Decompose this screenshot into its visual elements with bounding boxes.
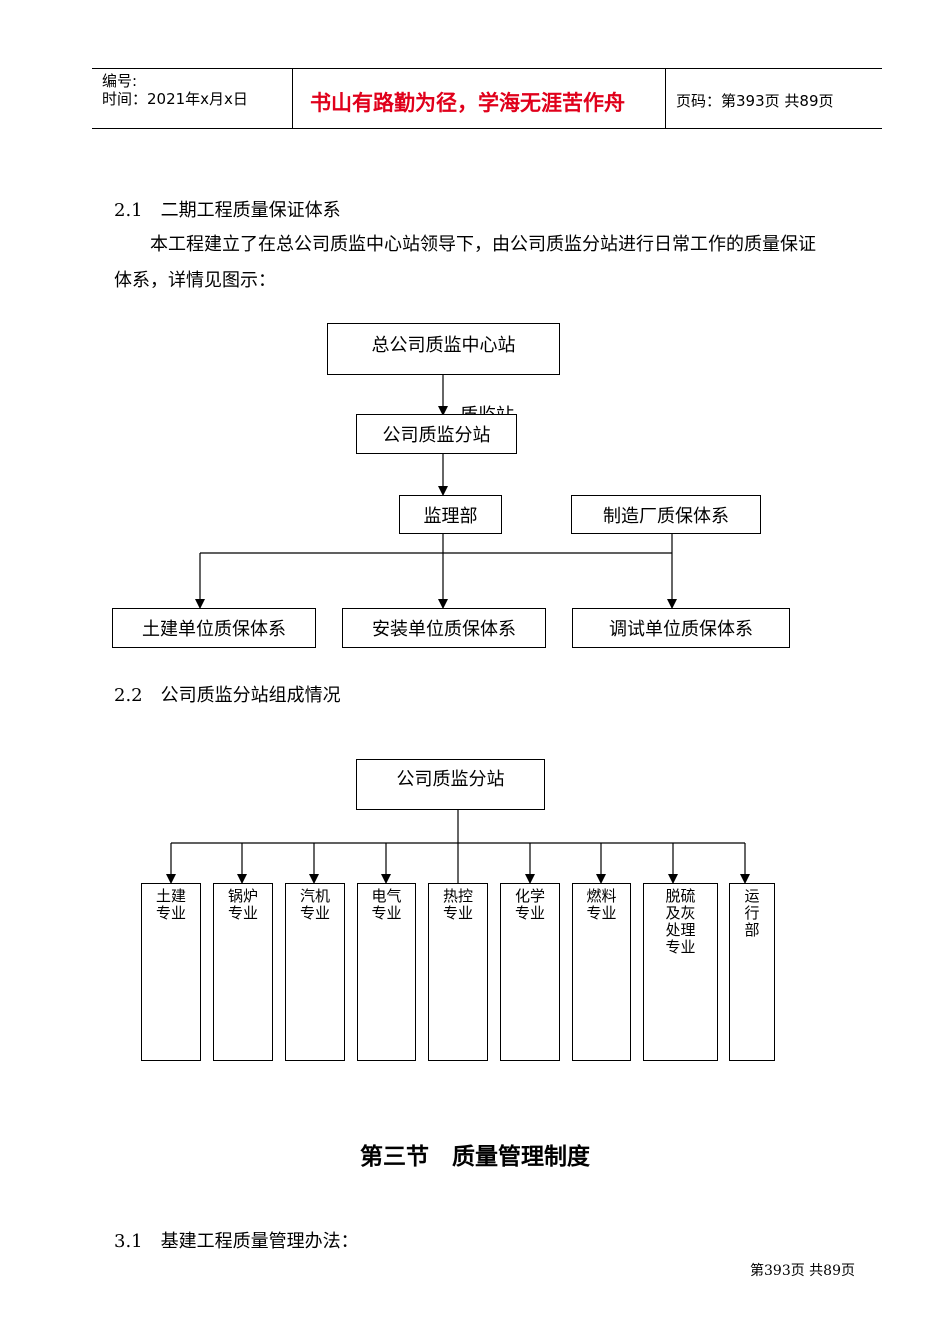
chart1-factory-label: 制造厂质保体系 bbox=[603, 506, 729, 527]
chart2-unit-turbine: 汽机 专业 bbox=[285, 883, 345, 1061]
unit-label-line: 行 bbox=[744, 904, 760, 922]
section-3-title: 第三节 质量管理制度 bbox=[360, 1144, 590, 1170]
chart1-box-head-office: 总公司质监中心站 bbox=[327, 323, 560, 375]
chart2-unit-electrical: 电气 专业 bbox=[357, 883, 416, 1061]
chart1-box-civil-unit: 土建单位质保体系 bbox=[112, 608, 316, 648]
header-divider-2 bbox=[665, 68, 666, 129]
chart2-unit-desulfurization: 脱硫 及灰 处理 专业 bbox=[643, 883, 718, 1061]
chart2-unit-operations: 运 行 部 bbox=[729, 883, 775, 1061]
header-time-label: 时间：2021年x月x日 bbox=[102, 90, 248, 108]
chart1-box-install-unit: 安装单位质保体系 bbox=[342, 608, 546, 648]
chart1-install-unit-label: 安装单位质保体系 bbox=[372, 619, 516, 640]
chart2-box-branch-station: 公司质监分站 bbox=[356, 759, 545, 810]
unit-label-line: 热控 bbox=[442, 887, 473, 905]
unit-label-line: 脱硫 bbox=[665, 887, 696, 905]
section-2-1-heading: 2.1 二期工程质量保证体系 bbox=[114, 200, 341, 221]
footer-page-label: 第393页 共89页 bbox=[750, 1263, 855, 1279]
chart1-civil-unit-label: 土建单位质保体系 bbox=[142, 619, 286, 640]
chart2-unit-fuel: 燃料 专业 bbox=[572, 883, 631, 1061]
unit-label-line: 化学 bbox=[514, 887, 545, 905]
header-number-label: 编号: bbox=[102, 72, 138, 90]
chart2-unit-chemistry: 化学 专业 bbox=[500, 883, 560, 1061]
unit-label-line: 专业 bbox=[586, 904, 617, 922]
chart2-unit-civil: 土建 专业 bbox=[141, 883, 201, 1061]
unit-label-line: 专业 bbox=[665, 938, 696, 956]
chart2-branch-station-label: 公司质监分站 bbox=[396, 769, 505, 790]
unit-label-line: 燃料 bbox=[586, 887, 617, 905]
chart1-supervision-label: 监理部 bbox=[423, 506, 478, 527]
chart2-unit-boiler: 锅炉 专业 bbox=[213, 883, 273, 1061]
unit-label-line: 专业 bbox=[371, 904, 402, 922]
chart1-box-supervision: 监理部 bbox=[399, 495, 502, 534]
chart1-head-office-label: 总公司质监中心站 bbox=[371, 335, 516, 356]
chart1-box-factory: 制造厂质保体系 bbox=[571, 495, 761, 534]
section-2-2-heading: 2.2 公司质监分站组成情况 bbox=[114, 685, 341, 706]
unit-label-line: 专业 bbox=[155, 904, 186, 922]
unit-label-line: 专业 bbox=[227, 904, 258, 922]
unit-label-line: 处理 bbox=[665, 921, 696, 939]
header-page-label: 页码：第393页 共89页 bbox=[676, 92, 834, 110]
section-2-1-paragraph-line-1: 本工程建立了在总公司质监中心站领导下，由公司质监分站进行日常工作的质量保证 bbox=[150, 234, 816, 255]
chart1-box-branch-station: 公司质监分站 bbox=[356, 414, 517, 454]
unit-label-line: 运 bbox=[744, 887, 760, 905]
unit-label-line: 及灰 bbox=[665, 904, 696, 922]
header-motto: 书山有路勤为径，学海无涯苦作舟 bbox=[310, 91, 625, 115]
chart1-box-commission-unit: 调试单位质保体系 bbox=[572, 608, 790, 648]
chart1-branch-station-label: 公司质监分站 bbox=[382, 425, 491, 446]
unit-label-line: 锅炉 bbox=[227, 887, 258, 905]
unit-label-line: 汽机 bbox=[299, 887, 330, 905]
unit-label-line: 专业 bbox=[514, 904, 545, 922]
section-2-1-paragraph-line-2: 体系，详情见图示： bbox=[114, 270, 276, 291]
unit-label-line: 专业 bbox=[299, 904, 330, 922]
unit-label-line: 部 bbox=[744, 921, 760, 939]
chart2-unit-thermal-control: 热控 专业 bbox=[428, 883, 488, 1061]
chart1-commission-unit-label: 调试单位质保体系 bbox=[609, 619, 753, 640]
section-3-1-heading: 3.1 基建工程质量管理办法： bbox=[114, 1231, 359, 1252]
unit-label-line: 电气 bbox=[371, 887, 402, 905]
header-divider-1 bbox=[292, 68, 293, 129]
header-bottom-border bbox=[92, 128, 882, 129]
unit-label-line: 专业 bbox=[442, 904, 473, 922]
unit-label-line: 土建 bbox=[155, 887, 186, 905]
header-top-border bbox=[92, 68, 882, 69]
chart1-overlap-text: 质监站 bbox=[460, 405, 514, 416]
